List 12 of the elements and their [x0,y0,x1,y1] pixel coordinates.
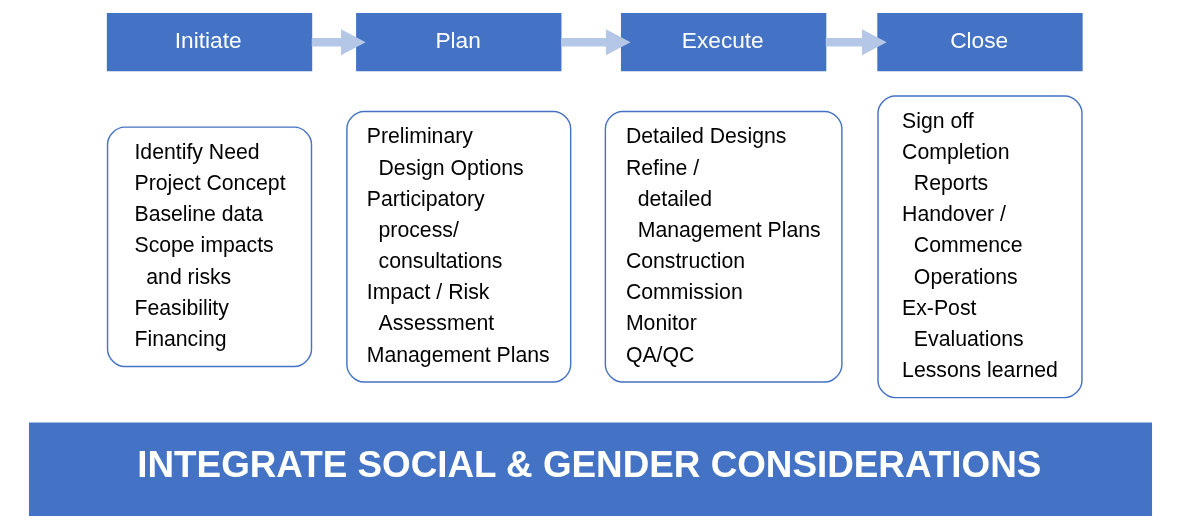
node-box: Execute [620,13,826,72]
node-box: Sign off Completion Reports Handover / Commence Operations Ex-Post Evaluations Lessons learned [876,95,1083,399]
node-box: Plan [355,13,561,72]
arrow [825,29,887,56]
node-box: INTEGRATE SOCIAL & GENDER CONSIDERATIONS [28,422,1152,516]
node-box: Preliminary Design Options Participatory process/ consultations Impact / Risk Assessment Management Plans [345,110,571,383]
node-box: Close [876,13,1083,72]
arrow [311,29,366,56]
node-box: Initiate [106,13,312,72]
arrow [560,29,631,56]
node-box: Detailed Designs Refine / detailed Management Plans Construction Commission Monitor QA/QC [604,110,843,383]
node-box: Identify Need Project Concept Baseline data Scope impacts and risks Feasibility Financing [106,126,312,368]
